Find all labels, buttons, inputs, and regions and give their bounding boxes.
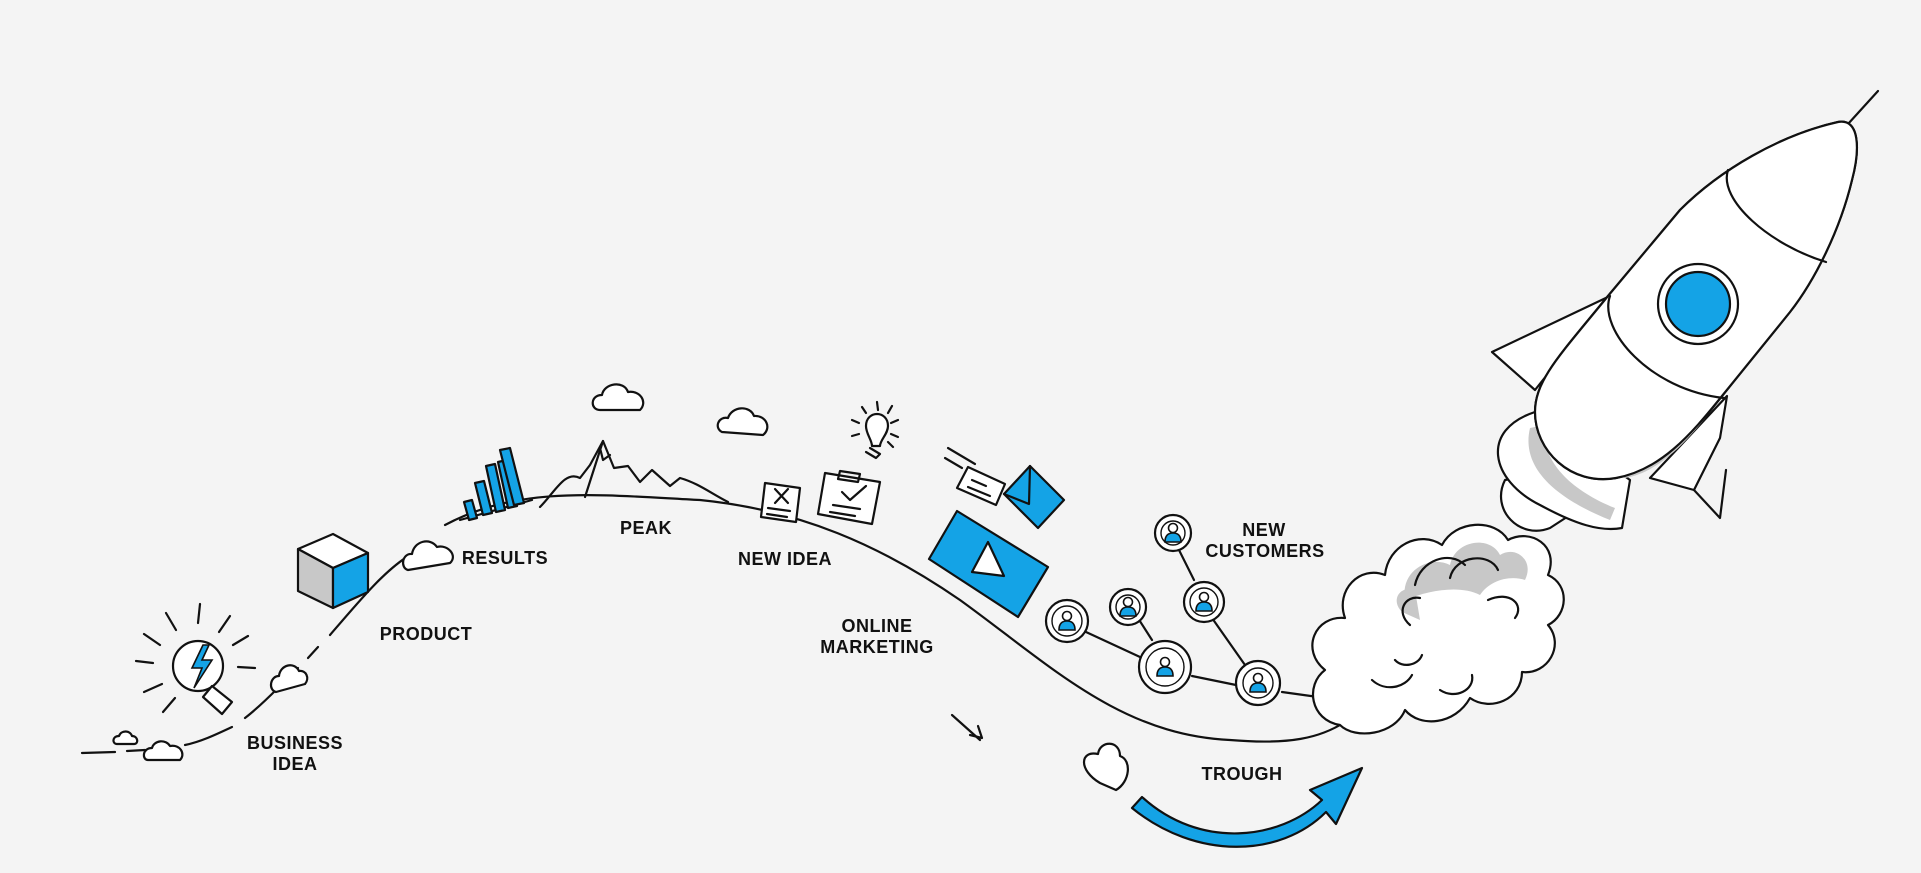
customer-network-icon bbox=[1044, 513, 1320, 707]
label-peak: PEAK bbox=[620, 518, 672, 538]
label-new-idea: NEW IDEA bbox=[738, 549, 832, 569]
svg-text:MARKETING: MARKETING bbox=[820, 637, 934, 657]
label-results: RESULTS bbox=[462, 548, 548, 568]
label-new-customers: NEW CUSTOMERS bbox=[1205, 520, 1324, 561]
reject-document-icon bbox=[759, 481, 802, 524]
label-product: PRODUCT bbox=[380, 624, 473, 644]
video-play-icon bbox=[927, 509, 1050, 619]
cloud-icon bbox=[591, 383, 645, 412]
svg-text:CUSTOMERS: CUSTOMERS bbox=[1205, 541, 1324, 561]
svg-text:ONLINE: ONLINE bbox=[841, 616, 912, 636]
svg-text:BUSINESS: BUSINESS bbox=[247, 733, 343, 753]
label-online-marketing: ONLINE MARKETING bbox=[820, 616, 934, 657]
envelope-icon bbox=[943, 446, 1066, 530]
cloud-icon bbox=[112, 730, 139, 746]
lightbulb-icon bbox=[134, 602, 257, 716]
mountain-icon bbox=[538, 439, 730, 509]
cloud-icon bbox=[716, 407, 769, 437]
bar-chart-icon bbox=[458, 446, 534, 522]
cloud-icon bbox=[142, 740, 184, 762]
growth-arrow-icon bbox=[1130, 766, 1364, 848]
rocket-icon bbox=[1490, 89, 1880, 532]
cube-icon bbox=[296, 532, 370, 610]
cloud-icon bbox=[402, 540, 454, 572]
journey-path bbox=[80, 494, 1347, 755]
approve-checklist-icon bbox=[816, 469, 882, 526]
cloud-icon bbox=[269, 664, 309, 694]
svg-text:IDEA: IDEA bbox=[272, 754, 317, 774]
label-trough: TROUGH bbox=[1202, 764, 1283, 784]
label-business-idea: BUSINESS IDEA bbox=[247, 733, 343, 774]
cloud-icon bbox=[1083, 742, 1129, 792]
smoke-cloud-icon bbox=[1311, 523, 1565, 735]
svg-text:NEW: NEW bbox=[1242, 520, 1286, 540]
idea-bulb-icon bbox=[850, 400, 900, 460]
